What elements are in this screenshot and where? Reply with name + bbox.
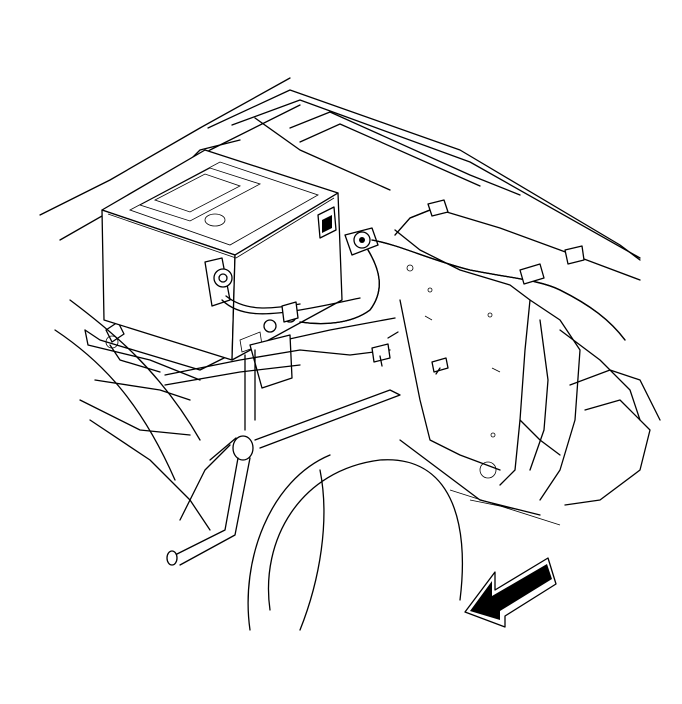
battery-positive-terminal [344,227,379,256]
cowl-panel [39,77,641,281]
battery [101,149,343,361]
battery-cable-harness [221,199,626,341]
hold-down-bracket [164,301,401,566]
front-direction-arrow [464,557,557,628]
wheel-well [54,299,561,631]
body-ground-bolt [371,331,449,375]
battery-tray [84,317,396,381]
fender-inner-panel [394,229,661,506]
